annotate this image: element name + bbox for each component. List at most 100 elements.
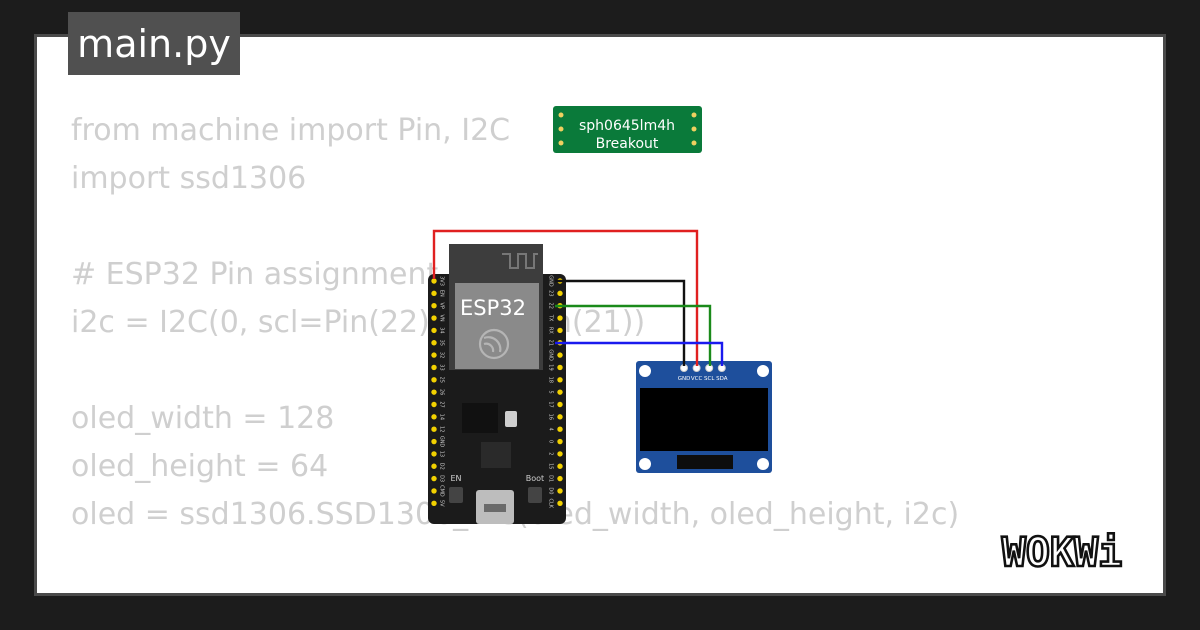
header-pin-label: 22 [548,303,554,309]
header-pin[interactable] [431,463,437,469]
header-pin[interactable] [557,488,563,494]
wokwi-logo: WOKWi [1000,529,1123,578]
header-pin[interactable] [431,364,437,371]
header-pin-label: D3 [439,475,445,482]
header-pin[interactable] [431,303,437,309]
header-pin-label: 4 [548,428,554,431]
file-tab[interactable]: main.py [68,12,240,75]
oled-mount-hole [757,365,769,377]
file-tab-label: main.py [77,21,231,66]
en-button[interactable] [449,487,463,503]
wire-pin22-scl[interactable] [555,304,712,366]
en-label: EN [450,474,461,483]
header-pin-label: GND [548,275,554,287]
header-pin-label: D1 [548,475,554,482]
header-pin-label: 18 [548,377,554,383]
header-pin[interactable] [431,315,437,321]
breakout-label-2: Breakout [596,136,659,152]
oled-screen [640,388,768,451]
breakout-pin[interactable] [691,126,697,132]
header-pin[interactable] [431,414,437,420]
code-line: # ESP32 Pin assignment [71,257,439,292]
wire-3v3-vcc[interactable] [432,229,699,366]
header-pin-label: CMD [439,485,445,497]
header-pin[interactable] [431,451,437,457]
header-pin-label: 12 [439,426,445,432]
header-pin[interactable] [557,401,563,408]
code-line: oled_height = 64 [71,449,329,484]
sph0645lm4h-breakout[interactable]: sph0645lm4h Breakout [553,106,702,153]
header-pin[interactable] [431,290,437,297]
header-pin[interactable] [431,475,437,482]
header-pin-label: CLK [548,499,554,509]
header-pin-label: 5 [548,391,554,394]
header-pin[interactable] [431,426,437,432]
header-pin-label: 35 [439,340,445,346]
oled-pin-label: GND [678,376,691,382]
header-pin[interactable] [431,327,437,334]
header-pin[interactable] [557,463,563,469]
header-pin[interactable] [557,290,563,297]
header-pin[interactable] [557,414,563,420]
code-line: oled_width = 128 [71,401,335,436]
header-pin-label: VP [439,302,445,308]
header-pin-label: 25 [439,377,445,383]
breakout-pin[interactable] [558,126,564,132]
code-line: from machine import Pin, I2C [71,113,511,148]
header-pin[interactable] [557,364,563,371]
header-pin-label: 5V [439,500,445,507]
breakout-pin[interactable] [558,140,564,146]
wire-pin21-sda[interactable] [555,341,724,366]
header-pin[interactable] [431,278,437,284]
breakout-pin[interactable] [691,140,697,146]
header-pin[interactable] [557,352,563,358]
wire-gnd-gnd[interactable] [555,279,686,366]
header-pin[interactable] [431,438,437,445]
voltage-regulator [462,403,498,433]
esp32-board[interactable]: ESP32 EN Boot 3V3ENVPVN34353233252627141… [428,244,566,524]
boot-button[interactable] [528,487,542,503]
header-pin[interactable] [431,340,437,346]
header-pin-label: RX [548,327,554,334]
header-pin[interactable] [431,389,437,395]
header-pin[interactable] [557,451,563,457]
oled-pin-label: VCC [691,376,703,382]
header-pin[interactable] [557,426,563,432]
header-pin-label: GND [548,349,554,361]
header-pin[interactable] [557,315,563,321]
header-pin-label: EN [439,290,445,297]
header-pin[interactable] [431,500,437,506]
usb-port-opening [484,504,506,512]
header-pin[interactable] [557,475,563,482]
header-pin[interactable] [557,327,563,334]
header-pin-label: D0 [548,487,554,494]
oled-mount-hole [639,365,651,377]
breakout-pin[interactable] [558,112,564,118]
header-pin-label: 32 [439,352,445,358]
breakout-pin[interactable] [691,112,697,118]
antenna-trace [502,253,538,269]
oled-pin-label: SDA [716,376,728,382]
header-pin-label: 34 [439,327,445,333]
header-pin[interactable] [431,352,437,358]
header-pin-label: 15 [548,463,554,469]
header-pin-label: 14 [439,414,445,420]
wokwi-logo-text: WOKWi [1002,530,1122,576]
header-pin[interactable] [431,377,437,383]
header-pin-label: 23 [548,290,554,296]
esp32-label: ESP32 [460,296,526,320]
code-line: import ssd1306 [71,161,307,196]
header-pin[interactable] [557,500,563,506]
header-pin[interactable] [431,401,437,408]
header-pin-label: 16 [548,414,554,420]
oled-mount-hole [639,458,651,470]
header-pin-label: 26 [439,389,445,395]
esp32-module [455,283,539,369]
header-pin[interactable] [431,488,437,494]
header-pin[interactable] [557,377,563,383]
header-pin[interactable] [557,389,563,395]
header-pin[interactable] [557,438,563,445]
